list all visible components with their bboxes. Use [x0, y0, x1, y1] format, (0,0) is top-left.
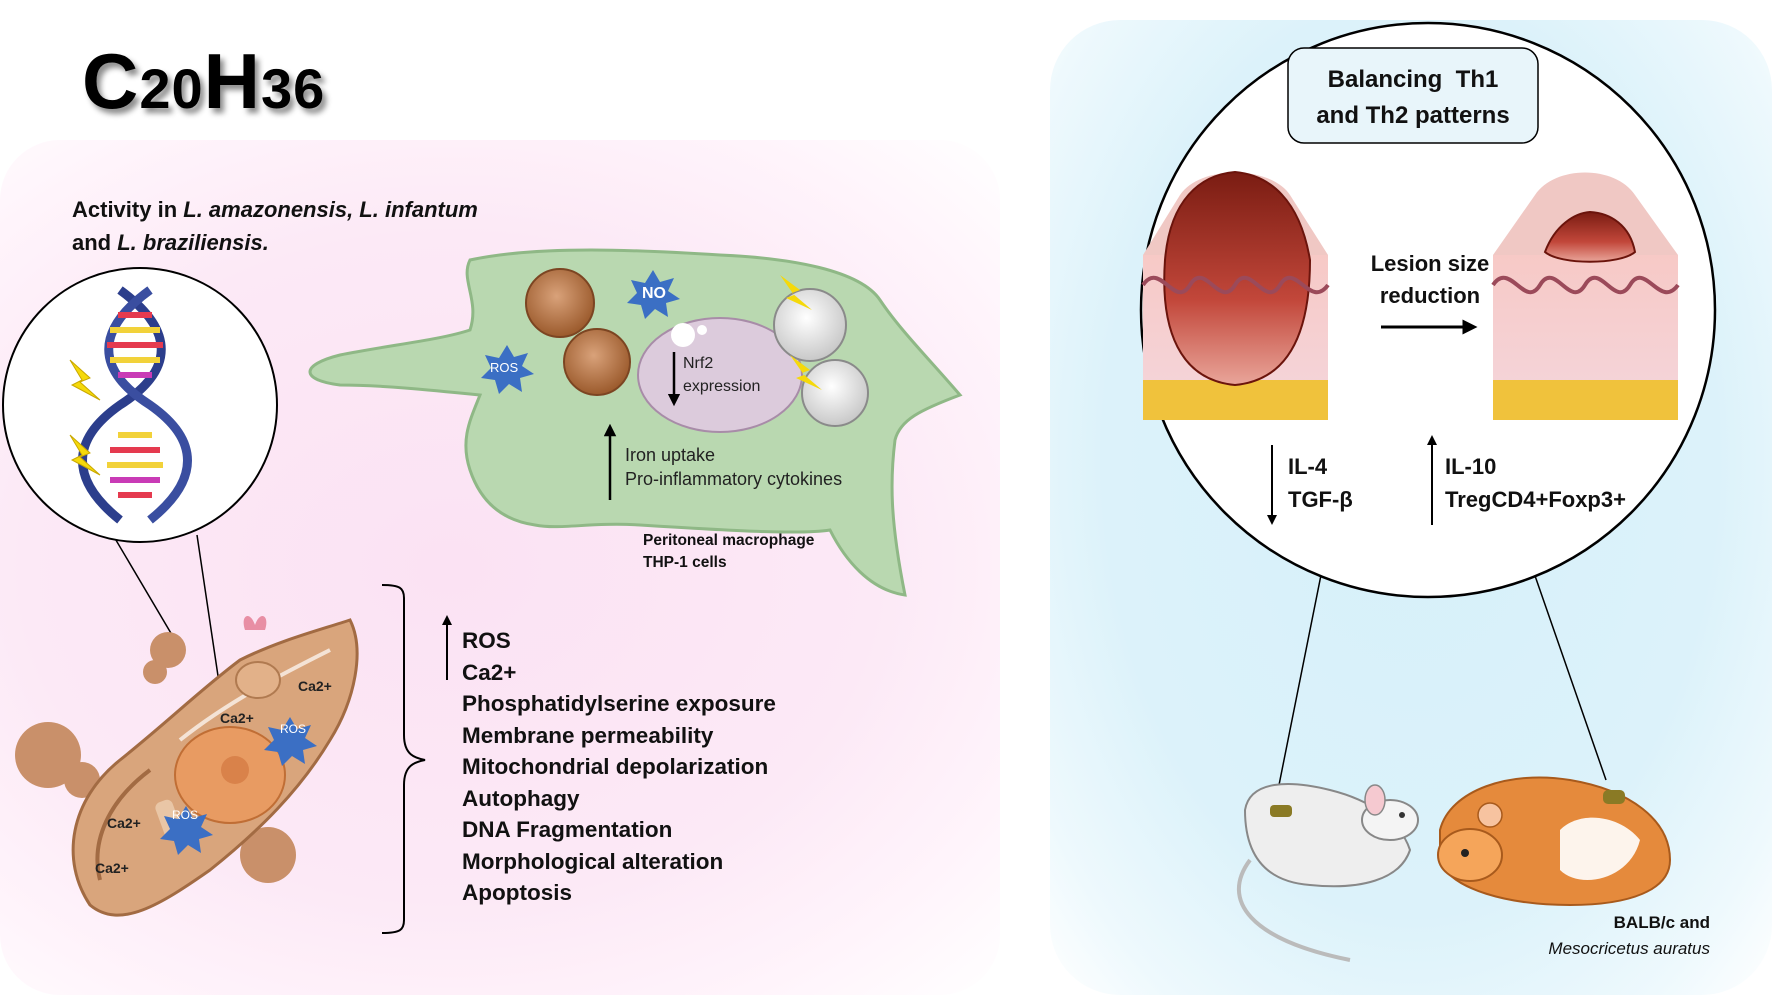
- amastigote-icon: [525, 268, 595, 338]
- ros-label-macrophage: ROS: [490, 360, 519, 375]
- ca-label: Ca2+: [298, 678, 332, 694]
- activity-species-2: L. braziliensis.: [117, 230, 269, 255]
- flagellum-base: [243, 615, 267, 630]
- skin-lesion-after: [1491, 172, 1680, 420]
- effect-item: Membrane permeability: [462, 722, 714, 748]
- effect-item: Ca2+: [462, 659, 517, 685]
- upregulated-text: Iron uptake Pro-inflammatory cytokines: [625, 443, 842, 491]
- lesion-spot: [1603, 790, 1625, 804]
- balance-text: Balancing Th1 and Th2 patterns: [1288, 62, 1538, 134]
- animal-models-text: BALB/c and Mesocricetus auratus: [1480, 910, 1710, 962]
- treg-line: TregCD4+Foxp3+: [1445, 487, 1626, 512]
- ca-label: Ca2+: [95, 860, 129, 876]
- lesion-reduction-text: Lesion size reduction: [1365, 248, 1495, 312]
- ca-label: Ca2+: [220, 710, 254, 726]
- lesion: [1543, 210, 1637, 263]
- lightning-bolt-icon: [69, 359, 101, 401]
- upregulated-markers: IL-10 TregCD4+Foxp3+: [1445, 450, 1626, 516]
- effect-item: Mitochondrial depolarization: [462, 754, 769, 779]
- lightning-bolt-icon: [780, 275, 812, 310]
- effect-item: Autophagy: [462, 785, 580, 811]
- vesicle: [671, 323, 695, 347]
- dna-magnifier: [2, 267, 278, 791]
- balance-line-1: Balancing Th1: [1327, 66, 1499, 93]
- ros-star-icon: [481, 345, 534, 394]
- macrophage-cell: [308, 248, 963, 597]
- mouse-tail: [1236, 858, 1351, 962]
- il10-line: IL-10: [1445, 454, 1497, 479]
- balance-line-2: and Th2 patterns: [1316, 102, 1510, 129]
- nucleolus: [221, 756, 249, 784]
- dna-magnifier-circle: [2, 267, 278, 543]
- activity-species-1: L. amazonensis, L. infantum: [183, 197, 478, 222]
- promastigote-cell: [15, 615, 359, 917]
- tgfb-line: TGF-β: [1288, 487, 1353, 512]
- fat-layer: [1143, 380, 1328, 420]
- ros-label-parasite: ROS: [172, 808, 199, 822]
- balance-box: [1287, 47, 1539, 144]
- il4-line: IL-4: [1288, 454, 1328, 479]
- amastigote-icon: [563, 328, 631, 396]
- ros-star-icon: [160, 806, 213, 855]
- formula-base-h: H: [203, 37, 261, 125]
- activity-text: Activity in L. amazonensis, L. infantum …: [72, 193, 478, 259]
- vesicle: [143, 660, 167, 684]
- nrf2-text: Nrf2 expression: [683, 352, 760, 398]
- vesicle: [150, 632, 186, 668]
- ca-label: Ca2+: [107, 815, 141, 831]
- immune-magnifier-circle: [1139, 21, 1717, 599]
- vesicle: [240, 827, 296, 883]
- mouse-icon: [1236, 783, 1419, 962]
- cytokines-line: Pro-inflammatory cytokines: [625, 469, 843, 489]
- effects-bracket: [381, 584, 426, 934]
- immune-magnifier: [1139, 21, 1717, 831]
- skin-lesion-before: [1141, 170, 1330, 420]
- kinetoplast: [95, 768, 152, 881]
- hamster-icon: [1437, 776, 1672, 907]
- activity-prefix-1: Activity in: [72, 197, 184, 222]
- lightning-bolt-icon: [69, 434, 101, 476]
- lightning-bolt-icon: [790, 355, 822, 390]
- expression-line: expression: [683, 378, 761, 395]
- formula-sub-20: 20: [139, 57, 204, 120]
- ros-star-icon: [264, 717, 317, 766]
- damaged-amastigote-icon: [773, 288, 847, 362]
- vesicle: [15, 722, 81, 788]
- formula-sub-36: 36: [260, 57, 326, 120]
- formula-base-c: C: [82, 37, 140, 125]
- zoom-line-right: [1532, 569, 1607, 781]
- lesion-line-2: reduction: [1379, 283, 1481, 308]
- activity-prefix-2: and: [72, 230, 118, 255]
- effect-item: Morphological alteration: [462, 848, 724, 874]
- organelle: [235, 661, 281, 699]
- effect-item: Phosphatidylserine exposure: [462, 691, 776, 716]
- zoom-line-left: [109, 529, 176, 641]
- effect-item: ROS: [462, 628, 511, 653]
- iron-uptake-line: Iron uptake: [625, 445, 716, 465]
- effects-list: ROS Ca2+ Phosphatidylserine exposure Mem…: [462, 625, 776, 909]
- fat-layer: [1493, 380, 1678, 420]
- cell-types-text: Peritoneal macrophage THP-1 cells: [643, 530, 814, 574]
- downregulated-cytokines: IL-4 TGF-β: [1288, 450, 1353, 516]
- peritoneal-line: Peritoneal macrophage: [643, 532, 815, 549]
- effect-item: Apoptosis: [462, 880, 572, 905]
- balbc-line: BALB/c and: [1613, 913, 1710, 932]
- no-label: NO: [642, 285, 666, 302]
- ros-label-parasite: ROS: [280, 722, 307, 736]
- lesion: [1163, 170, 1312, 387]
- damaged-amastigote-icon: [801, 359, 869, 427]
- lesion-spot: [1270, 805, 1292, 817]
- nrf2-line: Nrf2: [683, 355, 714, 372]
- lesion-line-1: Lesion size: [1370, 251, 1490, 276]
- thp1-line: THP-1 cells: [643, 554, 727, 571]
- dna-helix-icon: [78, 286, 192, 524]
- mesocricetus-line: Mesocricetus auratus: [1548, 939, 1710, 958]
- no-star-icon: [627, 270, 680, 319]
- vesicle: [697, 325, 707, 335]
- effect-item: DNA Fragmentation: [462, 817, 673, 842]
- chemical-formula: C20H36: [82, 36, 325, 127]
